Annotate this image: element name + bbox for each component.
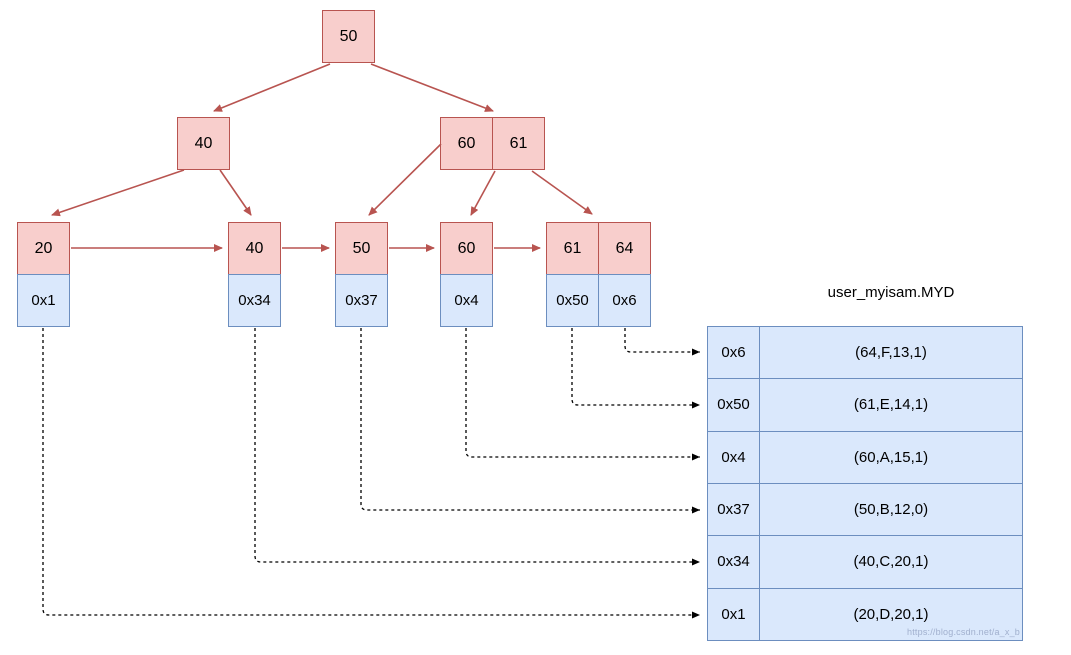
leaf-addr-0x34: 0x34 (228, 274, 281, 327)
edge-root-to-60-61 (370, 63, 494, 112)
edge-60-to-leaf-60 (470, 170, 496, 216)
internal-node-key-40: 40 (177, 117, 230, 170)
leaf-addr-0x6: 0x6 (598, 274, 651, 327)
edge-40-to-leaf-20 (51, 169, 185, 217)
leaf-addr-0x50: 0x50 (546, 274, 599, 327)
leaf-addr-0x4: 0x4 (440, 274, 493, 327)
root-node-key-50: 50 (322, 10, 375, 63)
row-record: (50,B,12,0) (853, 501, 929, 519)
leaf-key-40: 40 (228, 222, 281, 275)
edge-40-to-leaf-40 (219, 169, 252, 216)
leaf-key-64: 64 (598, 222, 651, 275)
edge-root-to-40 (213, 63, 331, 112)
pointer-0x50-to-row (571, 328, 700, 409)
internal-node-key-61: 61 (492, 117, 545, 170)
row-addr: 0x6 (708, 327, 760, 379)
row-addr: 0x37 (708, 483, 760, 536)
leaf-key-20: 20 (17, 222, 70, 275)
table-row: 0x6 (64,F,13,1) (708, 327, 1022, 379)
table-row: 0x4 (60,A,15,1) (708, 430, 1022, 483)
edge-61-to-leaf-61-64 (531, 170, 593, 215)
row-record: (40,C,20,1) (853, 553, 929, 571)
csdn-watermark: https://blog.csdn.net/a_x_b (907, 627, 1020, 637)
pointer-0x34-to-row (254, 328, 700, 566)
internal-node-key-60: 60 (440, 117, 493, 170)
edge-60-to-leaf-50 (368, 143, 442, 216)
leaf-key-50: 50 (335, 222, 388, 275)
leaf-addr-0x37: 0x37 (335, 274, 388, 327)
data-file-title: user_myisam.MYD (827, 284, 955, 301)
row-record: (60,A,15,1) (853, 448, 929, 466)
pointer-0x37-to-row (360, 328, 700, 514)
pointer-0x6-to-row (624, 328, 700, 356)
row-addr: 0x34 (708, 536, 760, 588)
pointer-0x1-to-row (42, 328, 700, 619)
leaf-key-60: 60 (440, 222, 493, 275)
leaf-addr-0x1: 0x1 (17, 274, 70, 327)
pointer-0x4-to-row (465, 328, 700, 461)
table-row: 0x50 (61,E,14,1) (708, 378, 1022, 431)
row-record: (61,E,14,1) (853, 396, 929, 414)
row-addr: 0x4 (708, 431, 760, 483)
data-file-table: 0x6 (64,F,13,1) 0x50 (61,E,14,1) 0x4 (60… (707, 326, 1023, 641)
leaf-key-61: 61 (546, 222, 599, 275)
row-addr: 0x1 (708, 588, 760, 640)
row-record: (20,D,20,1) (853, 605, 929, 623)
table-row: 0x37 (50,B,12,0) (708, 482, 1022, 536)
row-record: (64,F,13,1) (855, 344, 927, 362)
row-addr: 0x50 (708, 379, 760, 431)
table-row: 0x34 (40,C,20,1) (708, 535, 1022, 588)
table-row: 0x1 (20,D,20,1) (708, 587, 1022, 640)
